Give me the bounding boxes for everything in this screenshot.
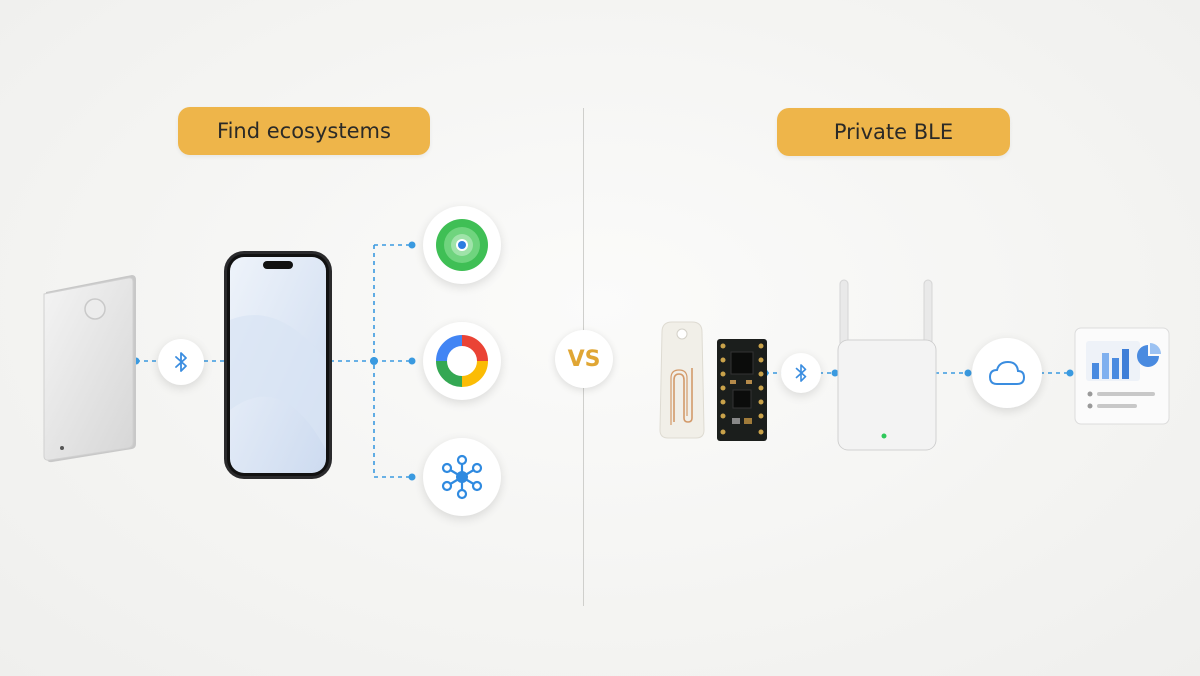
ble-link-node bbox=[781, 353, 821, 393]
ble-module-board-icon bbox=[716, 338, 768, 442]
bluetooth-icon bbox=[795, 364, 807, 382]
apple-find-my-icon bbox=[436, 219, 488, 271]
private-ble-title: Private BLE bbox=[777, 108, 1010, 156]
find-hub-node bbox=[423, 322, 501, 400]
ble-gateway-icon bbox=[834, 276, 938, 454]
smartphone-icon bbox=[223, 250, 333, 480]
bluetooth-node bbox=[158, 339, 204, 385]
google-find-hub-icon bbox=[436, 335, 488, 387]
cloud-node bbox=[972, 338, 1042, 408]
find-my-node bbox=[423, 206, 501, 284]
network-node bbox=[423, 438, 501, 516]
tracker-card-icon bbox=[40, 272, 140, 464]
vs-label: VS bbox=[567, 346, 601, 372]
bluetooth-icon bbox=[175, 352, 187, 372]
vs-badge: VS bbox=[555, 330, 613, 388]
ble-beacon-tag-icon bbox=[654, 318, 710, 442]
analytics-dashboard-icon bbox=[1074, 327, 1170, 425]
mesh-network-icon bbox=[441, 454, 483, 500]
find-ecosystems-title: Find ecosystems bbox=[178, 107, 430, 155]
cloud-icon bbox=[988, 360, 1026, 385]
